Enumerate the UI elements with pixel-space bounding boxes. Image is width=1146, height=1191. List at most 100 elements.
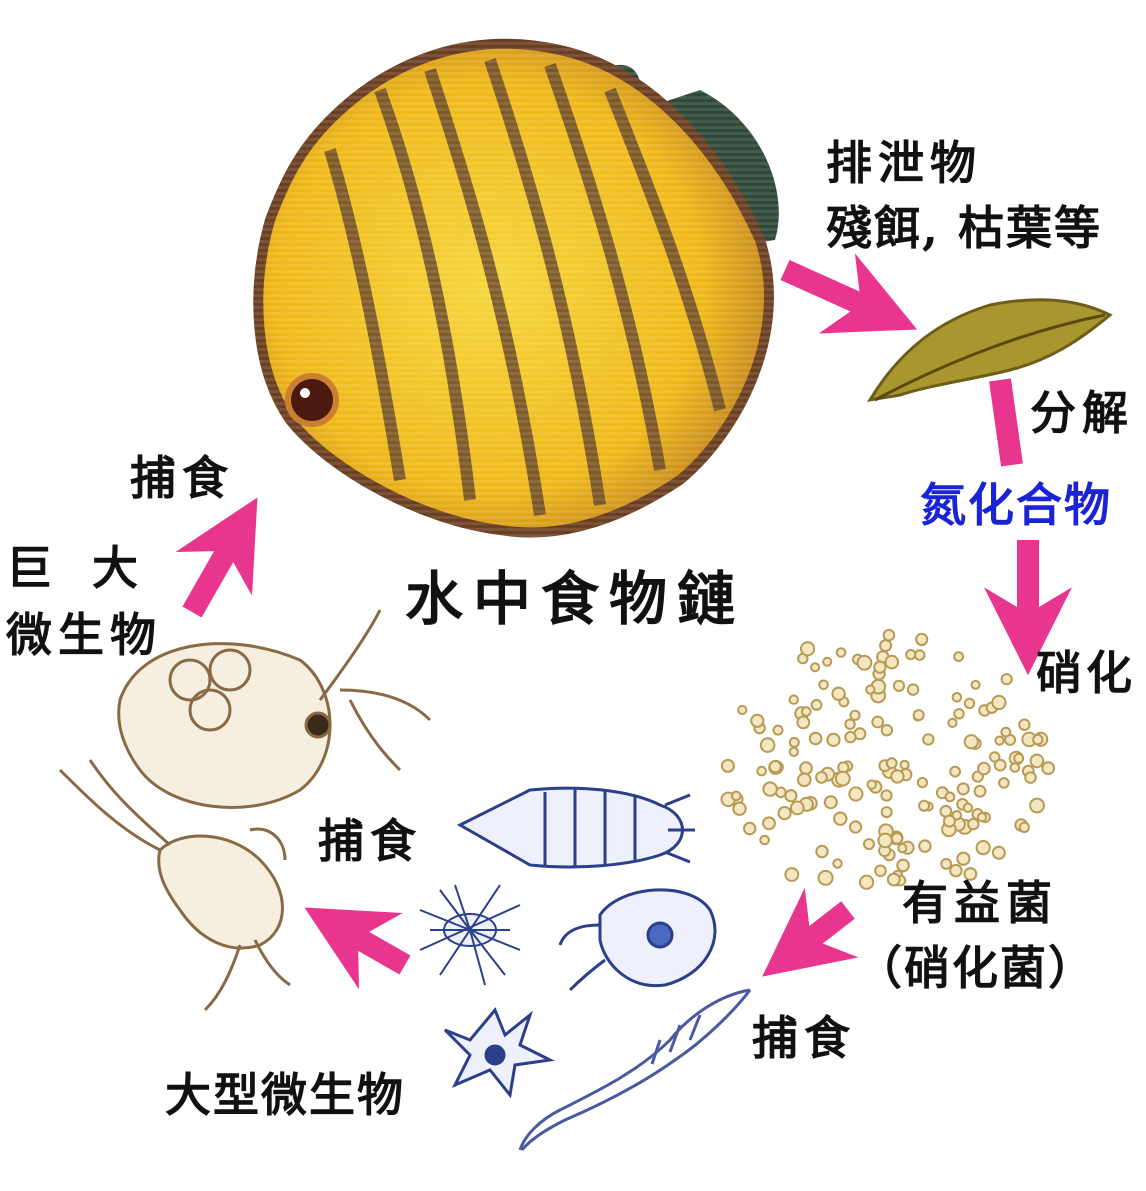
label-nitrogen-compound: 氮化合物 <box>920 478 1112 532</box>
fish-eye-highlight <box>300 388 310 398</box>
bacterium <box>856 654 873 671</box>
bacterium <box>865 684 876 695</box>
copepod-body <box>157 834 284 950</box>
bacterium <box>905 649 917 661</box>
bacterium <box>759 834 770 846</box>
bacterium <box>940 858 953 870</box>
euglena-body <box>518 988 751 1151</box>
bacterium <box>994 735 1005 746</box>
bacterium <box>756 765 768 777</box>
bacterium <box>880 789 893 802</box>
copepod-egg-sac <box>249 827 287 861</box>
bacterium <box>844 718 856 730</box>
bacterium <box>1000 673 1013 686</box>
bacterium <box>998 777 1010 789</box>
bacterium <box>880 724 894 737</box>
copepod-sketch <box>58 759 291 1012</box>
bacterium <box>788 736 800 748</box>
bacterium <box>1041 761 1056 775</box>
bacterium <box>1029 797 1045 814</box>
vorticella-sketch <box>558 888 717 992</box>
bacterium <box>1000 726 1012 738</box>
bacterium <box>1018 821 1031 833</box>
bacterium <box>743 821 757 836</box>
bacterium <box>871 715 885 729</box>
bacterium <box>833 811 848 826</box>
bacterium <box>892 679 906 692</box>
bacterium <box>832 858 843 869</box>
bacterium <box>788 694 799 705</box>
bacterium <box>962 802 974 813</box>
bacterium <box>951 692 963 703</box>
bacterium <box>788 746 799 758</box>
diagram-title: 水中食物鏈 <box>405 565 746 633</box>
bacterium <box>784 867 800 882</box>
bacterium <box>956 782 970 796</box>
bacterium <box>970 679 981 690</box>
bacterium <box>890 832 904 845</box>
label-nitrification: 硝化 <box>1036 646 1136 700</box>
bacterium <box>834 770 851 787</box>
bacterium <box>882 628 896 642</box>
label-decompose: 分解 <box>1030 386 1134 440</box>
bacterium <box>848 786 864 802</box>
euglena-body-outline <box>520 989 752 1151</box>
rotifer-rings <box>543 788 637 868</box>
bacterium <box>877 832 894 849</box>
bacterium <box>810 699 823 711</box>
bacterium <box>815 771 828 784</box>
bacterium <box>975 840 991 856</box>
bacterium <box>922 733 935 746</box>
bacterium <box>796 715 811 730</box>
bacterium <box>989 751 1001 763</box>
bacterium <box>991 694 1007 711</box>
bacterium <box>808 731 823 746</box>
discus-fish <box>250 38 790 540</box>
bacterium <box>886 872 901 887</box>
bacterium <box>953 651 964 662</box>
water-flea-egg <box>168 658 212 702</box>
bacterium <box>784 789 798 803</box>
bacterium <box>789 800 805 816</box>
bacterium <box>818 679 829 691</box>
bacterium <box>801 706 812 717</box>
arrow-protozoa-to-copepod <box>304 907 411 990</box>
bacterium <box>944 791 956 803</box>
bacterium <box>947 717 958 729</box>
bacterium <box>720 758 735 773</box>
bacterium <box>897 843 908 854</box>
bacterium <box>822 656 833 667</box>
bacterium <box>949 765 961 778</box>
bacterium <box>817 869 834 886</box>
water-flea-egg <box>188 688 232 732</box>
bacterium <box>849 709 861 721</box>
bacterium <box>963 697 976 710</box>
water-flea-sketch <box>117 609 432 809</box>
nitrifying-bacteria-cluster <box>720 628 1056 890</box>
rotifer-sketch <box>456 786 695 869</box>
bacterium <box>873 660 887 674</box>
bacterium <box>1009 762 1021 773</box>
bacterium <box>918 839 932 853</box>
bacterium <box>906 683 920 696</box>
dead-leaf <box>867 298 1113 403</box>
euglena-striations <box>650 1014 702 1065</box>
water-flea-egg <box>208 648 252 692</box>
bacterium <box>866 779 877 790</box>
bacterium <box>1018 718 1031 731</box>
label-bacteria-line2: （硝化菌） <box>856 941 1096 995</box>
bacterium <box>963 867 978 881</box>
amoeba-nucleus <box>484 1044 506 1066</box>
bacterium <box>899 759 910 771</box>
label-prey-bottom-right: 捕食 <box>752 1011 856 1065</box>
bacterium <box>797 772 812 788</box>
fish-scanlines <box>250 40 790 540</box>
bacterium <box>762 816 776 831</box>
label-excretion-line1: 排泄物 <box>826 136 982 190</box>
label-giant-line2: 微生物 <box>6 608 162 662</box>
bacterium <box>823 795 838 810</box>
bacterium <box>973 784 987 798</box>
label-prey-top-left: 捕食 <box>130 451 234 505</box>
